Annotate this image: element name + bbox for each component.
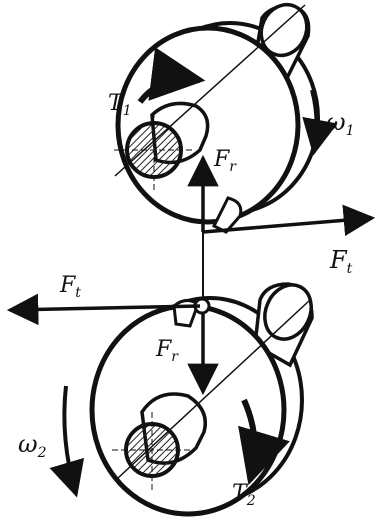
label-radial-force-upper: Fr — [213, 147, 237, 175]
label-tangential-force-upper: Ft — [329, 246, 353, 277]
rotation-arrow-upper — [302, 89, 338, 156]
torque-arrow-lower — [238, 398, 290, 486]
label-omega-upper: ω1 — [326, 108, 355, 139]
label-radial-force-lower: Fr — [155, 337, 179, 365]
tangential-force-arrow-upper — [202, 204, 376, 237]
lower-gear — [89, 282, 314, 517]
label-torque-lower: T2 — [232, 481, 256, 509]
upper-axis-line — [114, 4, 306, 177]
upper-gear — [114, 2, 320, 234]
rotation-arrow-lower — [49, 385, 85, 498]
label-tangential-force-lower: Ft — [59, 273, 81, 301]
tangential-force-arrow-lower — [6, 293, 201, 326]
label-omega-lower: ω2 — [18, 430, 47, 461]
label-torque-upper: T1 — [108, 91, 132, 119]
torque-arrow-upper — [137, 47, 206, 104]
